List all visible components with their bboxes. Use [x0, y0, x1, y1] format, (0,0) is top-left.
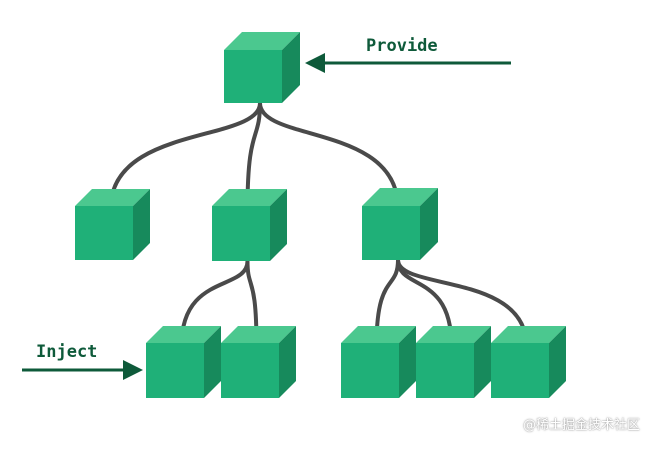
cube-front-face	[224, 50, 282, 103]
cube-front-face	[491, 343, 549, 398]
cube-front-face	[146, 343, 204, 398]
provide-annotation: Provide	[305, 36, 511, 73]
connectors	[108, 101, 529, 347]
cube-grandchild-5	[491, 326, 566, 398]
cube-top-face	[491, 326, 566, 343]
cube-front-face	[416, 343, 474, 398]
cube-side-face	[270, 189, 287, 261]
cube-grandchild-1	[146, 326, 221, 398]
cube-top-face	[362, 188, 438, 206]
cube-child-middle	[212, 189, 287, 261]
cube-root	[224, 32, 300, 103]
cube-grandchild-4	[416, 326, 491, 398]
cube-top-face	[224, 32, 300, 50]
cube-grandchild-3	[341, 326, 416, 398]
cube-side-face	[279, 326, 296, 398]
cube-front-face	[362, 206, 420, 260]
cube-front-face	[221, 343, 279, 398]
cube-top-face	[416, 326, 491, 343]
cube-top-face	[75, 189, 150, 206]
cube-side-face	[282, 32, 300, 103]
cube-side-face	[474, 326, 491, 398]
cube-side-face	[204, 326, 221, 398]
cube-top-face	[341, 326, 416, 343]
inject-annotation: Inject	[22, 342, 143, 380]
inject-label: Inject	[36, 342, 97, 362]
provide-arrow-head	[305, 53, 325, 73]
provide-label: Provide	[366, 36, 438, 56]
cube-front-face	[75, 206, 133, 260]
cube-top-face	[221, 326, 296, 343]
cube-side-face	[133, 189, 150, 260]
cube-side-face	[420, 188, 438, 260]
cube-front-face	[212, 206, 270, 261]
cube-child-left	[75, 189, 150, 260]
watermark: @稀土掘金技术社区	[522, 418, 640, 433]
cube-front-face	[341, 343, 399, 398]
cube-top-face	[212, 189, 287, 206]
cube-side-face	[399, 326, 416, 398]
cube-grandchild-2	[221, 326, 296, 398]
inject-arrow-head	[123, 360, 143, 380]
cube-top-face	[146, 326, 221, 343]
cube-child-right	[362, 188, 438, 260]
cube-side-face	[549, 326, 566, 398]
cubes	[75, 32, 566, 398]
